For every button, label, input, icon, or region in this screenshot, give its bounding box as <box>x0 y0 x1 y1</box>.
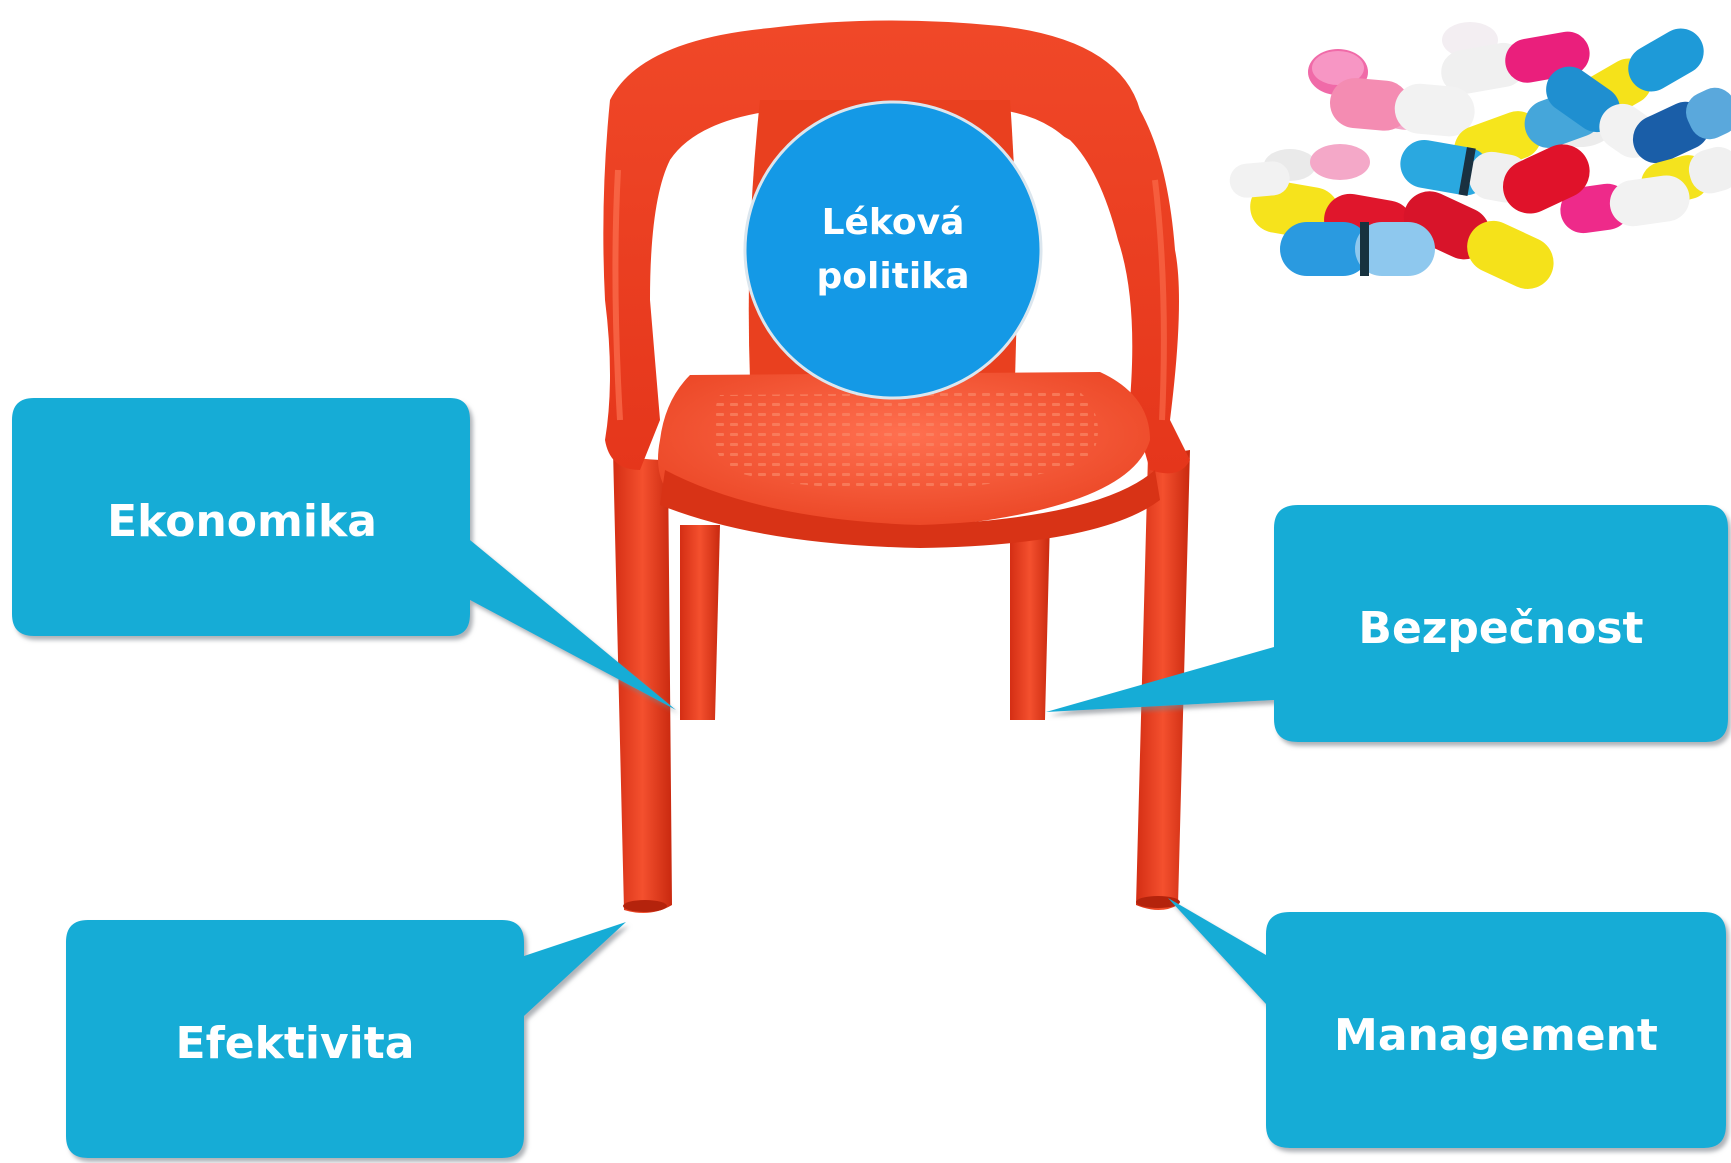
center-line-1: Léková <box>822 202 965 243</box>
pills-image <box>1229 22 1731 289</box>
callout-efektivita <box>66 920 626 1158</box>
callout-label-efektivita: Efektivita <box>176 1018 415 1069</box>
callout-bezpecnost <box>1046 505 1728 742</box>
center-circle: Léková politika <box>743 100 1043 400</box>
center-line-2: politika <box>817 256 970 297</box>
callout-label-management: Management <box>1334 1010 1658 1061</box>
callout-management <box>1168 898 1726 1148</box>
callout-ekonomika <box>12 398 676 710</box>
callout-label-bezpecnost: Bezpečnost <box>1358 603 1643 654</box>
callout-label-ekonomika: Ekonomika <box>107 496 377 547</box>
